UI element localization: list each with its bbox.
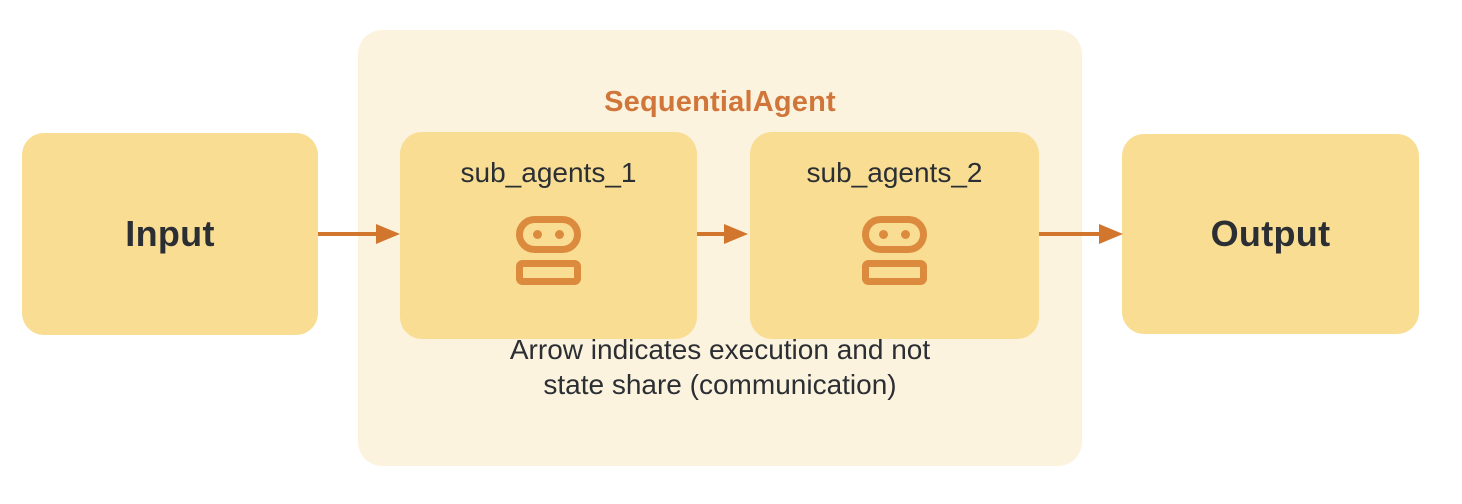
- sub-agent-1-node: sub_agents_1: [400, 132, 697, 339]
- sequential-agent-title: SequentialAgent: [604, 86, 836, 118]
- sub-agent-2-label: sub_agents_2: [806, 157, 983, 188]
- robot-icon: [516, 216, 581, 285]
- robot-icon: [862, 216, 927, 285]
- sub-agent-2-node: sub_agents_2: [750, 132, 1039, 339]
- sub-agent-1-label: sub_agents_1: [460, 157, 637, 188]
- caption-line-2: state share (communication): [543, 369, 897, 400]
- output-node: Output: [1122, 134, 1419, 334]
- caption: Arrow indicates execution and not state …: [358, 332, 1082, 402]
- input-node: Input: [22, 133, 318, 335]
- caption-line-1: Arrow indicates execution and not: [509, 334, 931, 365]
